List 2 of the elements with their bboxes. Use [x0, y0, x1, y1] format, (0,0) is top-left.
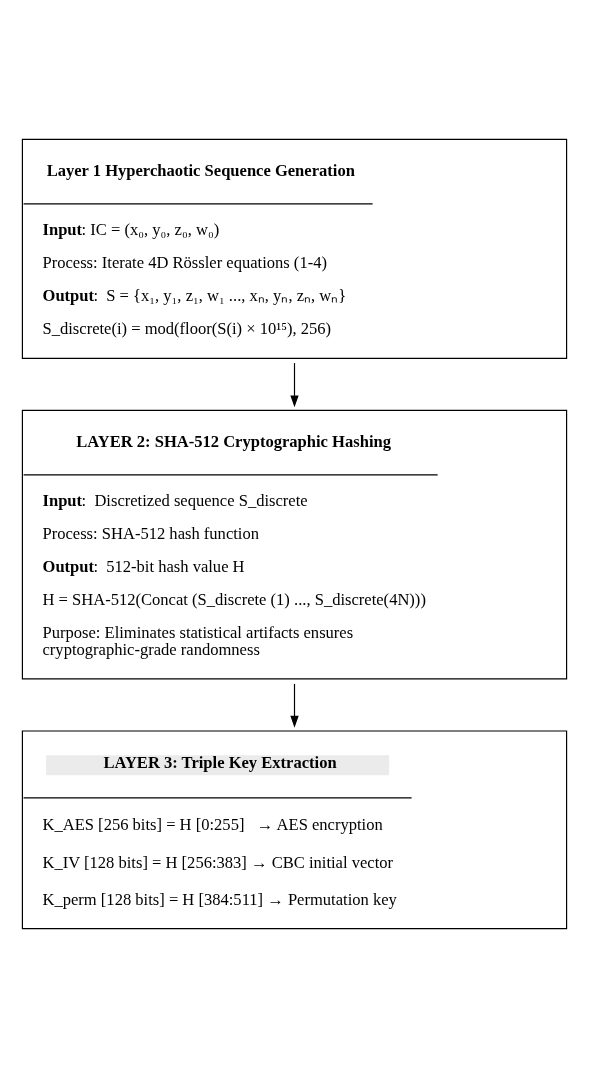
arrow [290, 682, 299, 728]
arrow [290, 362, 299, 407]
